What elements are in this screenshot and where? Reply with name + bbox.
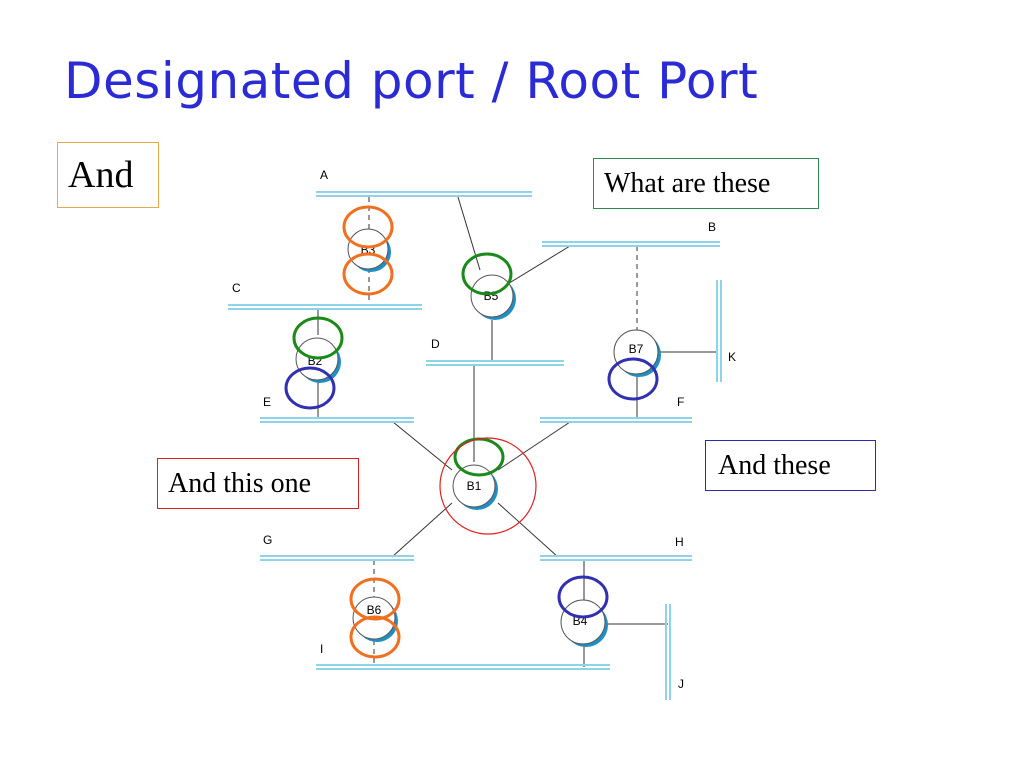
- blocked-port-marker-b2: [284, 366, 336, 410]
- callout-and: And: [57, 142, 159, 208]
- callout-and-this-one: And this one: [157, 458, 359, 509]
- designated-port-marker-b6-bottom: [349, 615, 401, 659]
- blocked-port-marker-b7: [607, 357, 659, 401]
- bridge-b4: B4: [560, 599, 608, 647]
- bridge-label-b1: B1: [467, 479, 482, 493]
- designated-port-marker-b6-top: [349, 577, 401, 621]
- root-port-marker-b5: [461, 252, 513, 296]
- lan-label-b: B: [708, 220, 716, 234]
- designated-port-marker-b3-bottom: [342, 252, 394, 296]
- root-bridge-highlight: [439, 437, 537, 535]
- root-port-marker-b2: [292, 316, 344, 360]
- lan-segment-h: [540, 555, 692, 561]
- lan-label-c: C: [232, 281, 241, 295]
- lan-segment-a: [316, 191, 532, 197]
- lan-segment-c: [228, 304, 422, 310]
- bridge-b3: B3: [347, 228, 391, 272]
- lan-label-d: D: [431, 337, 440, 351]
- lan-segment-g: [260, 555, 414, 561]
- bridge-label-b7: B7: [629, 342, 644, 356]
- link-b1-h: [497, 502, 559, 558]
- blocked-port-marker-b4: [557, 575, 609, 619]
- callout-and-these: And these: [705, 440, 876, 491]
- lan-label-j: J: [678, 677, 684, 691]
- link-b1-e: [392, 421, 453, 471]
- link-b1-g: [391, 502, 453, 558]
- lan-label-f: F: [677, 395, 684, 409]
- lan-segment-i: [316, 664, 610, 670]
- lan-label-a: A: [320, 168, 328, 182]
- link-b5-b: [505, 245, 571, 286]
- bridge-label-b6: B6: [367, 603, 382, 617]
- bridge-b2: B2: [295, 337, 341, 383]
- lan-segment-e: [260, 417, 414, 423]
- lan-segment-d: [426, 360, 564, 366]
- lan-label-k: K: [728, 350, 736, 364]
- lan-segment-f: [540, 417, 692, 423]
- lan-label-e: E: [263, 395, 271, 409]
- lan-segment-k: [716, 280, 722, 382]
- callout-what-are-these: What are these: [593, 158, 819, 209]
- lan-label-i: I: [320, 642, 323, 656]
- lan-label-g: G: [263, 533, 272, 547]
- slide-title: Designated port / Root Port: [64, 52, 759, 110]
- link-b1-f: [497, 421, 571, 471]
- lan-label-h: H: [675, 535, 684, 549]
- lan-segment-b: [542, 241, 720, 247]
- designated-port-marker-b3-top: [342, 205, 394, 249]
- link-b5-a: [457, 196, 481, 271]
- lan-segment-j: [665, 604, 671, 700]
